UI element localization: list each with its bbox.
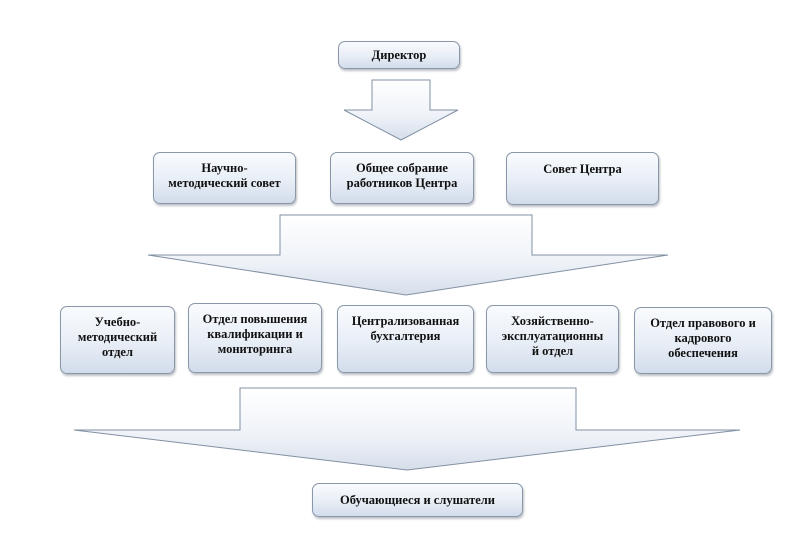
arrow-director-to-councils <box>343 79 459 141</box>
department-box-qualification-monitoring: Отдел повышения квалификации и мониторин… <box>188 303 322 373</box>
council-label: Научно- методический совет <box>168 161 281 190</box>
director-box: Директор <box>338 41 460 69</box>
arrow-councils-to-departments <box>147 214 669 296</box>
department-label: Хозяйственно- эксплуатационны й отдел <box>501 314 604 358</box>
department-label: Отдел правового и кадрового обеспечения <box>650 316 756 360</box>
council-box-general-meeting: Общее собрание работников Центра <box>330 152 474 204</box>
department-label: Отдел повышения квалификации и мониторин… <box>202 312 308 356</box>
arrow-departments-to-students <box>73 387 741 471</box>
council-box-scientific-methodical: Научно- методический совет <box>153 152 296 204</box>
council-label: Общее собрание работников Центра <box>346 161 458 190</box>
department-label: Учебно- методический отдел <box>77 315 158 359</box>
students-label: Обучающиеся и слушатели <box>339 492 495 507</box>
department-box-legal-hr: Отдел правового и кадрового обеспечения <box>634 307 772 374</box>
students-box: Обучающиеся и слушатели <box>312 483 523 517</box>
department-label: Централизованная бухгалтерия <box>351 314 460 343</box>
department-box-educational-methodical: Учебно- методический отдел <box>60 306 175 374</box>
director-label: Директор <box>371 47 427 62</box>
council-box-center-council: Совет Центра <box>506 152 659 205</box>
department-box-maintenance: Хозяйственно- эксплуатационны й отдел <box>486 305 619 373</box>
department-box-accounting: Централизованная бухгалтерия <box>337 305 474 373</box>
council-label: Совет Центра <box>543 162 622 176</box>
